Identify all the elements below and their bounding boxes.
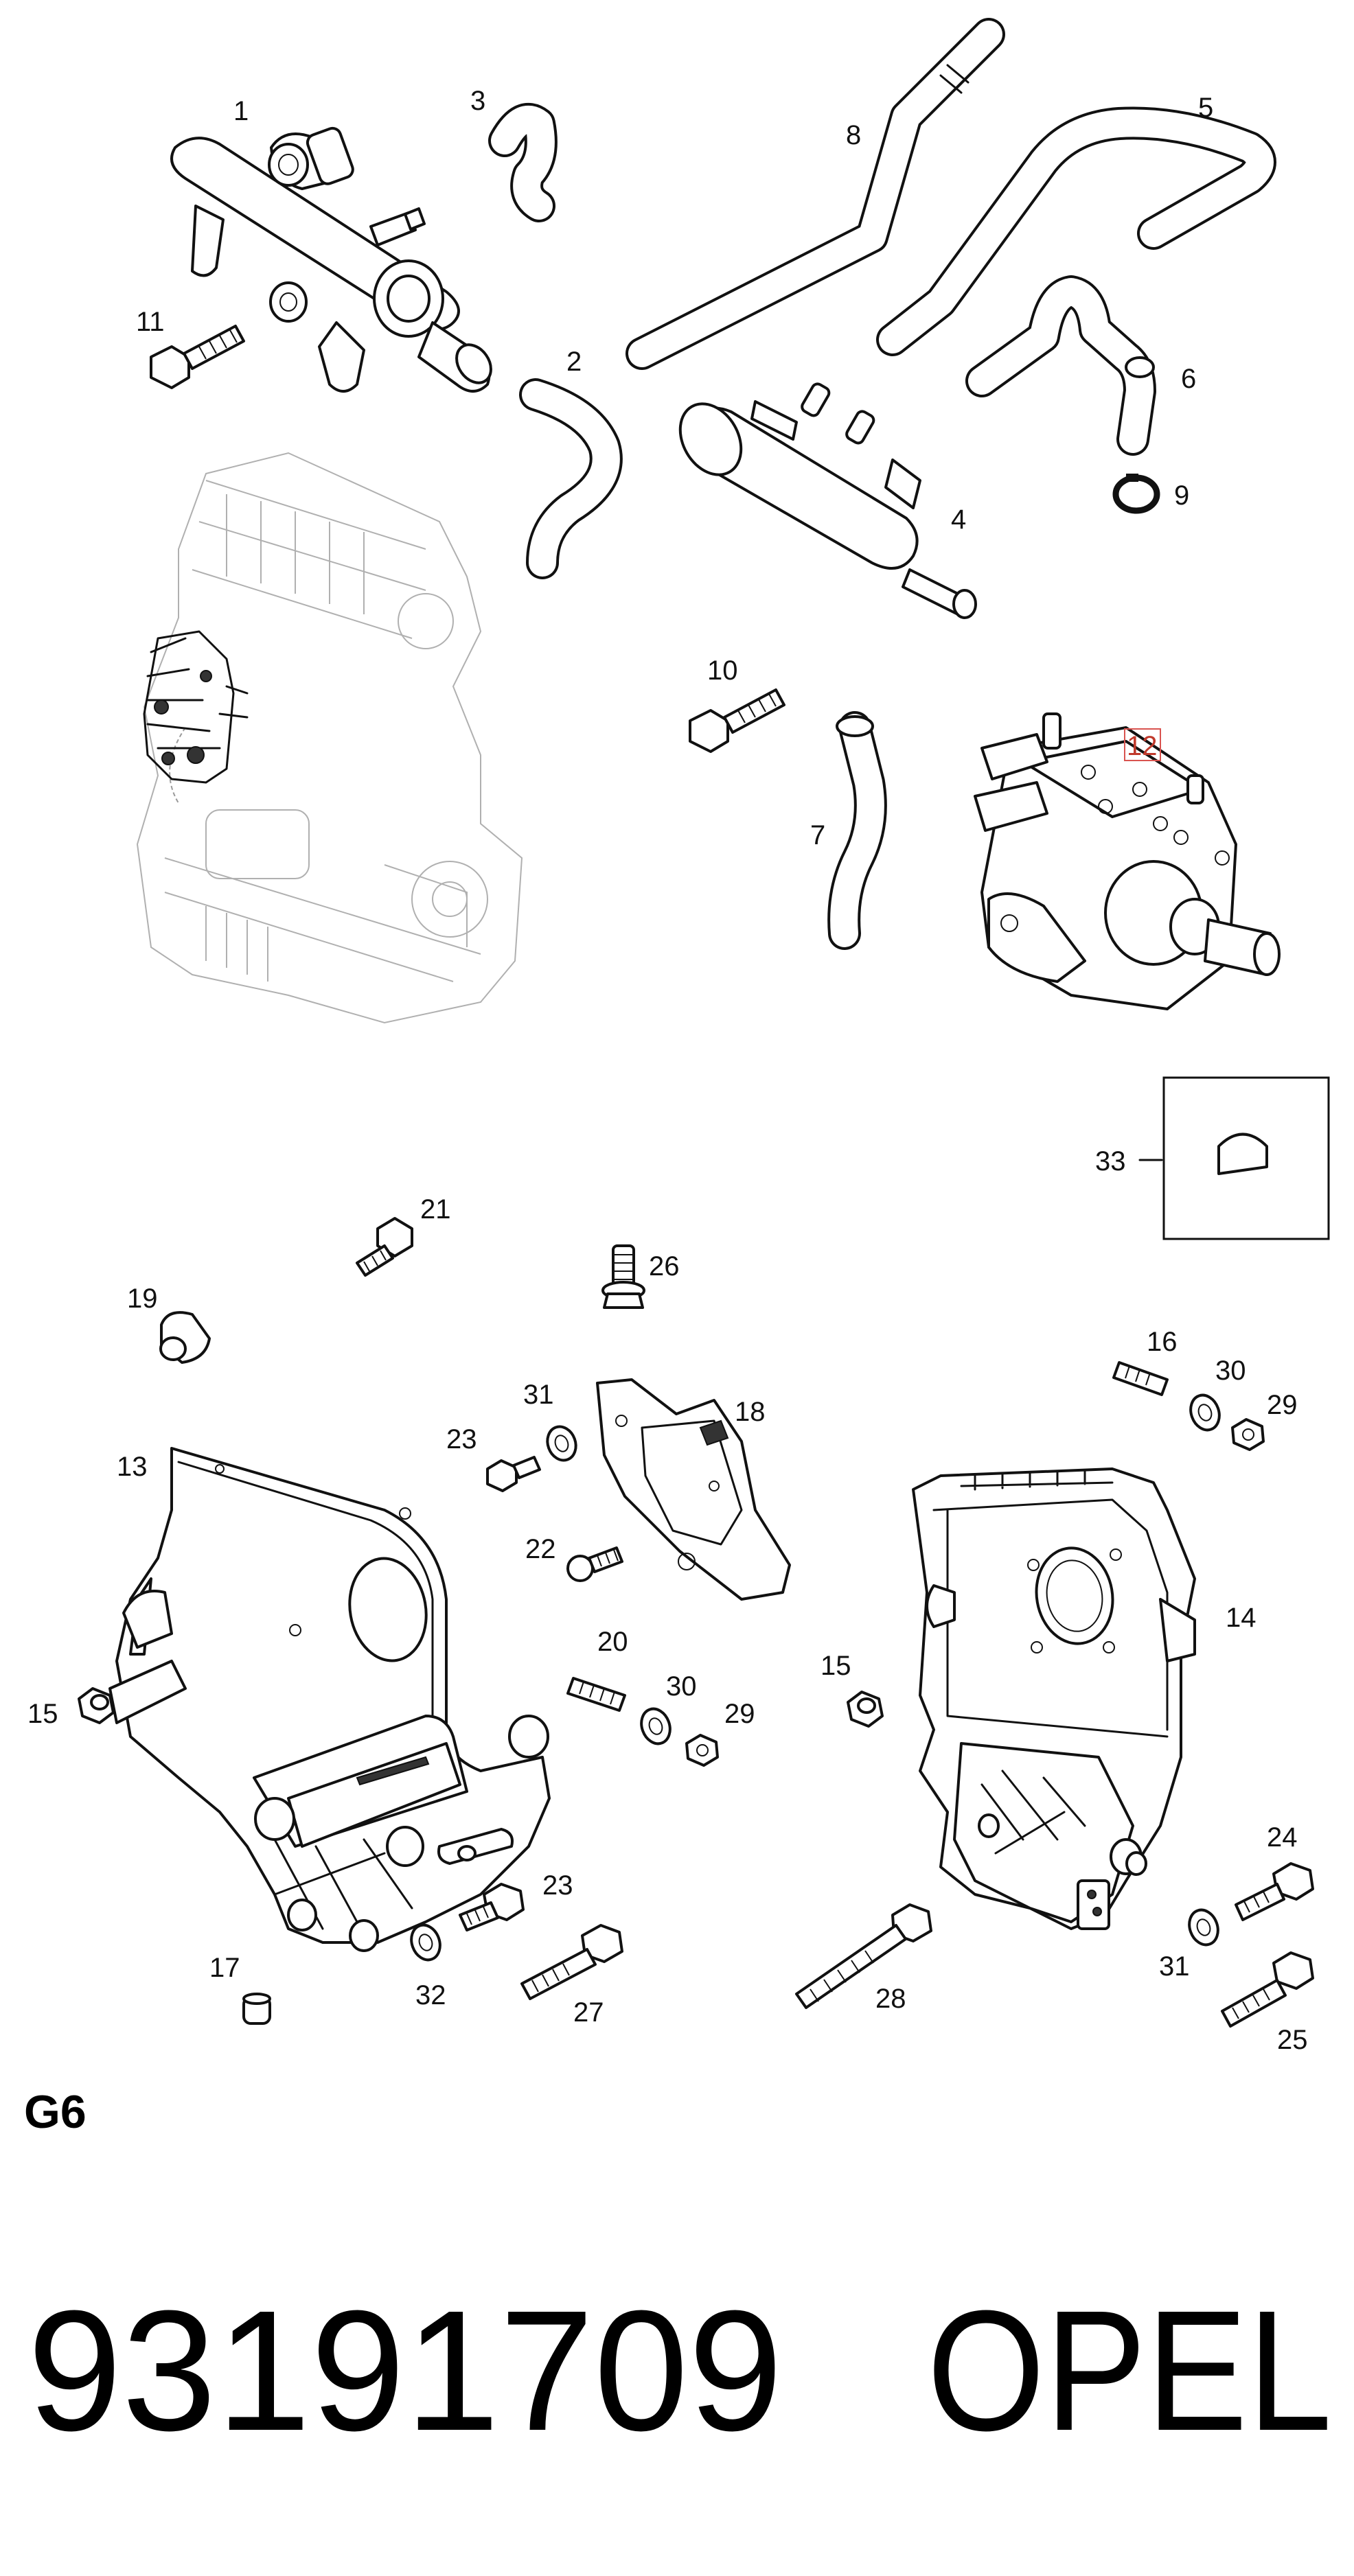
callout-13: 13 — [117, 1452, 148, 1482]
callout-5: 5 — [1198, 93, 1213, 123]
part-18-cover — [596, 1378, 791, 1601]
callout-8: 8 — [846, 120, 861, 150]
callout-9: 9 — [1174, 480, 1189, 511]
callout-31-left: 31 — [523, 1380, 554, 1410]
callout-27: 27 — [573, 1997, 604, 2028]
part-23-bolt-lower — [459, 1883, 525, 1931]
callout-30-right: 30 — [1215, 1356, 1246, 1386]
part-31-washer-right — [1188, 1908, 1219, 1947]
part-15-plug-left — [78, 1687, 115, 1724]
callout-15-right: 15 — [821, 1651, 851, 1681]
callout-labels: 1 2 3 4 5 6 7 8 9 10 11 12 13 14 15 15 1… — [27, 86, 1308, 2055]
part-6-hose — [965, 275, 1156, 456]
part-27-bolt — [520, 1924, 623, 2000]
callout-18: 18 — [735, 1397, 766, 1427]
callout-10: 10 — [707, 655, 738, 686]
part-26-stud — [601, 1244, 645, 1309]
detail-box-33 — [1138, 1076, 1330, 1240]
engine-highlighted-pump — [143, 630, 249, 784]
callout-14: 14 — [1226, 1603, 1257, 1633]
callout-21: 21 — [420, 1194, 451, 1225]
callout-12: 12 — [1127, 731, 1158, 761]
part-number: 93191709 — [27, 2275, 783, 2466]
part-29-nut-center — [685, 1734, 719, 1767]
part-10-bolt — [689, 688, 785, 753]
brand-name: OPEL — [927, 2275, 1332, 2466]
callout-29-right: 29 — [1267, 1390, 1298, 1420]
callout-7: 7 — [810, 820, 825, 850]
callout-31-right: 31 — [1159, 1951, 1190, 1982]
callout-4: 4 — [951, 504, 966, 535]
part-22-bolt — [566, 1546, 623, 1582]
callout-19: 19 — [127, 1284, 158, 1314]
callout-12-highlight — [1124, 728, 1161, 761]
part-30-washer-center — [640, 1707, 672, 1745]
callout-15-left: 15 — [27, 1699, 58, 1729]
part-8-pipe — [626, 18, 1005, 370]
part-24-bolt — [1235, 1862, 1314, 1921]
part-4-fuel-filter — [678, 382, 977, 619]
callout-28: 28 — [875, 1984, 906, 2014]
part-23-bolt-upper — [486, 1456, 541, 1492]
part-5-hose — [876, 106, 1276, 356]
part-1-fuel-rail — [170, 126, 492, 393]
part-12-injection-pump — [974, 712, 1281, 1010]
part-14-bracket — [912, 1467, 1196, 1930]
callout-32: 32 — [415, 1980, 446, 2010]
callout-26: 26 — [649, 1251, 680, 1281]
callout-30-center: 30 — [666, 1671, 697, 1702]
section-label: G6 — [24, 2086, 87, 2138]
part-9-clamp — [1112, 474, 1160, 514]
callout-22: 22 — [525, 1534, 556, 1564]
engine-locator-outline — [136, 452, 523, 1024]
callout-3: 3 — [470, 86, 485, 116]
callout-16: 16 — [1147, 1327, 1178, 1357]
part-19-sleeve — [159, 1311, 211, 1364]
part-28-bolt — [795, 1903, 932, 2009]
part-29-nut-right — [1231, 1418, 1265, 1451]
part-7-hose — [827, 711, 887, 950]
callout-29-center: 29 — [724, 1699, 755, 1729]
part-17-sleeve — [242, 1993, 271, 2025]
callout-1: 1 — [233, 96, 249, 126]
callout-11: 11 — [136, 307, 165, 337]
part-15-plug-right — [847, 1691, 884, 1728]
part-30-washer-right — [1189, 1393, 1221, 1432]
callout-25: 25 — [1277, 2025, 1308, 2055]
part-11-bolt — [150, 325, 245, 389]
part-3-hose — [488, 102, 558, 222]
callout-20: 20 — [597, 1627, 628, 1657]
part-16-stud — [1112, 1361, 1169, 1396]
part-21-bolt — [356, 1217, 413, 1277]
callout-23-upper: 23 — [446, 1424, 477, 1454]
callout-23-lower: 23 — [542, 1870, 573, 1901]
part-32-washer — [410, 1923, 441, 1962]
part-25-bolt — [1221, 1951, 1314, 2028]
callout-6: 6 — [1181, 364, 1196, 394]
callout-33: 33 — [1095, 1146, 1126, 1176]
part-2-hose — [519, 378, 623, 579]
callout-17: 17 — [209, 1953, 240, 1983]
part-13-bracket — [108, 1447, 551, 1952]
callout-2: 2 — [566, 347, 582, 377]
callout-24: 24 — [1267, 1822, 1298, 1853]
part-20-stud — [566, 1677, 626, 1712]
part-31-washer-left — [546, 1425, 577, 1462]
